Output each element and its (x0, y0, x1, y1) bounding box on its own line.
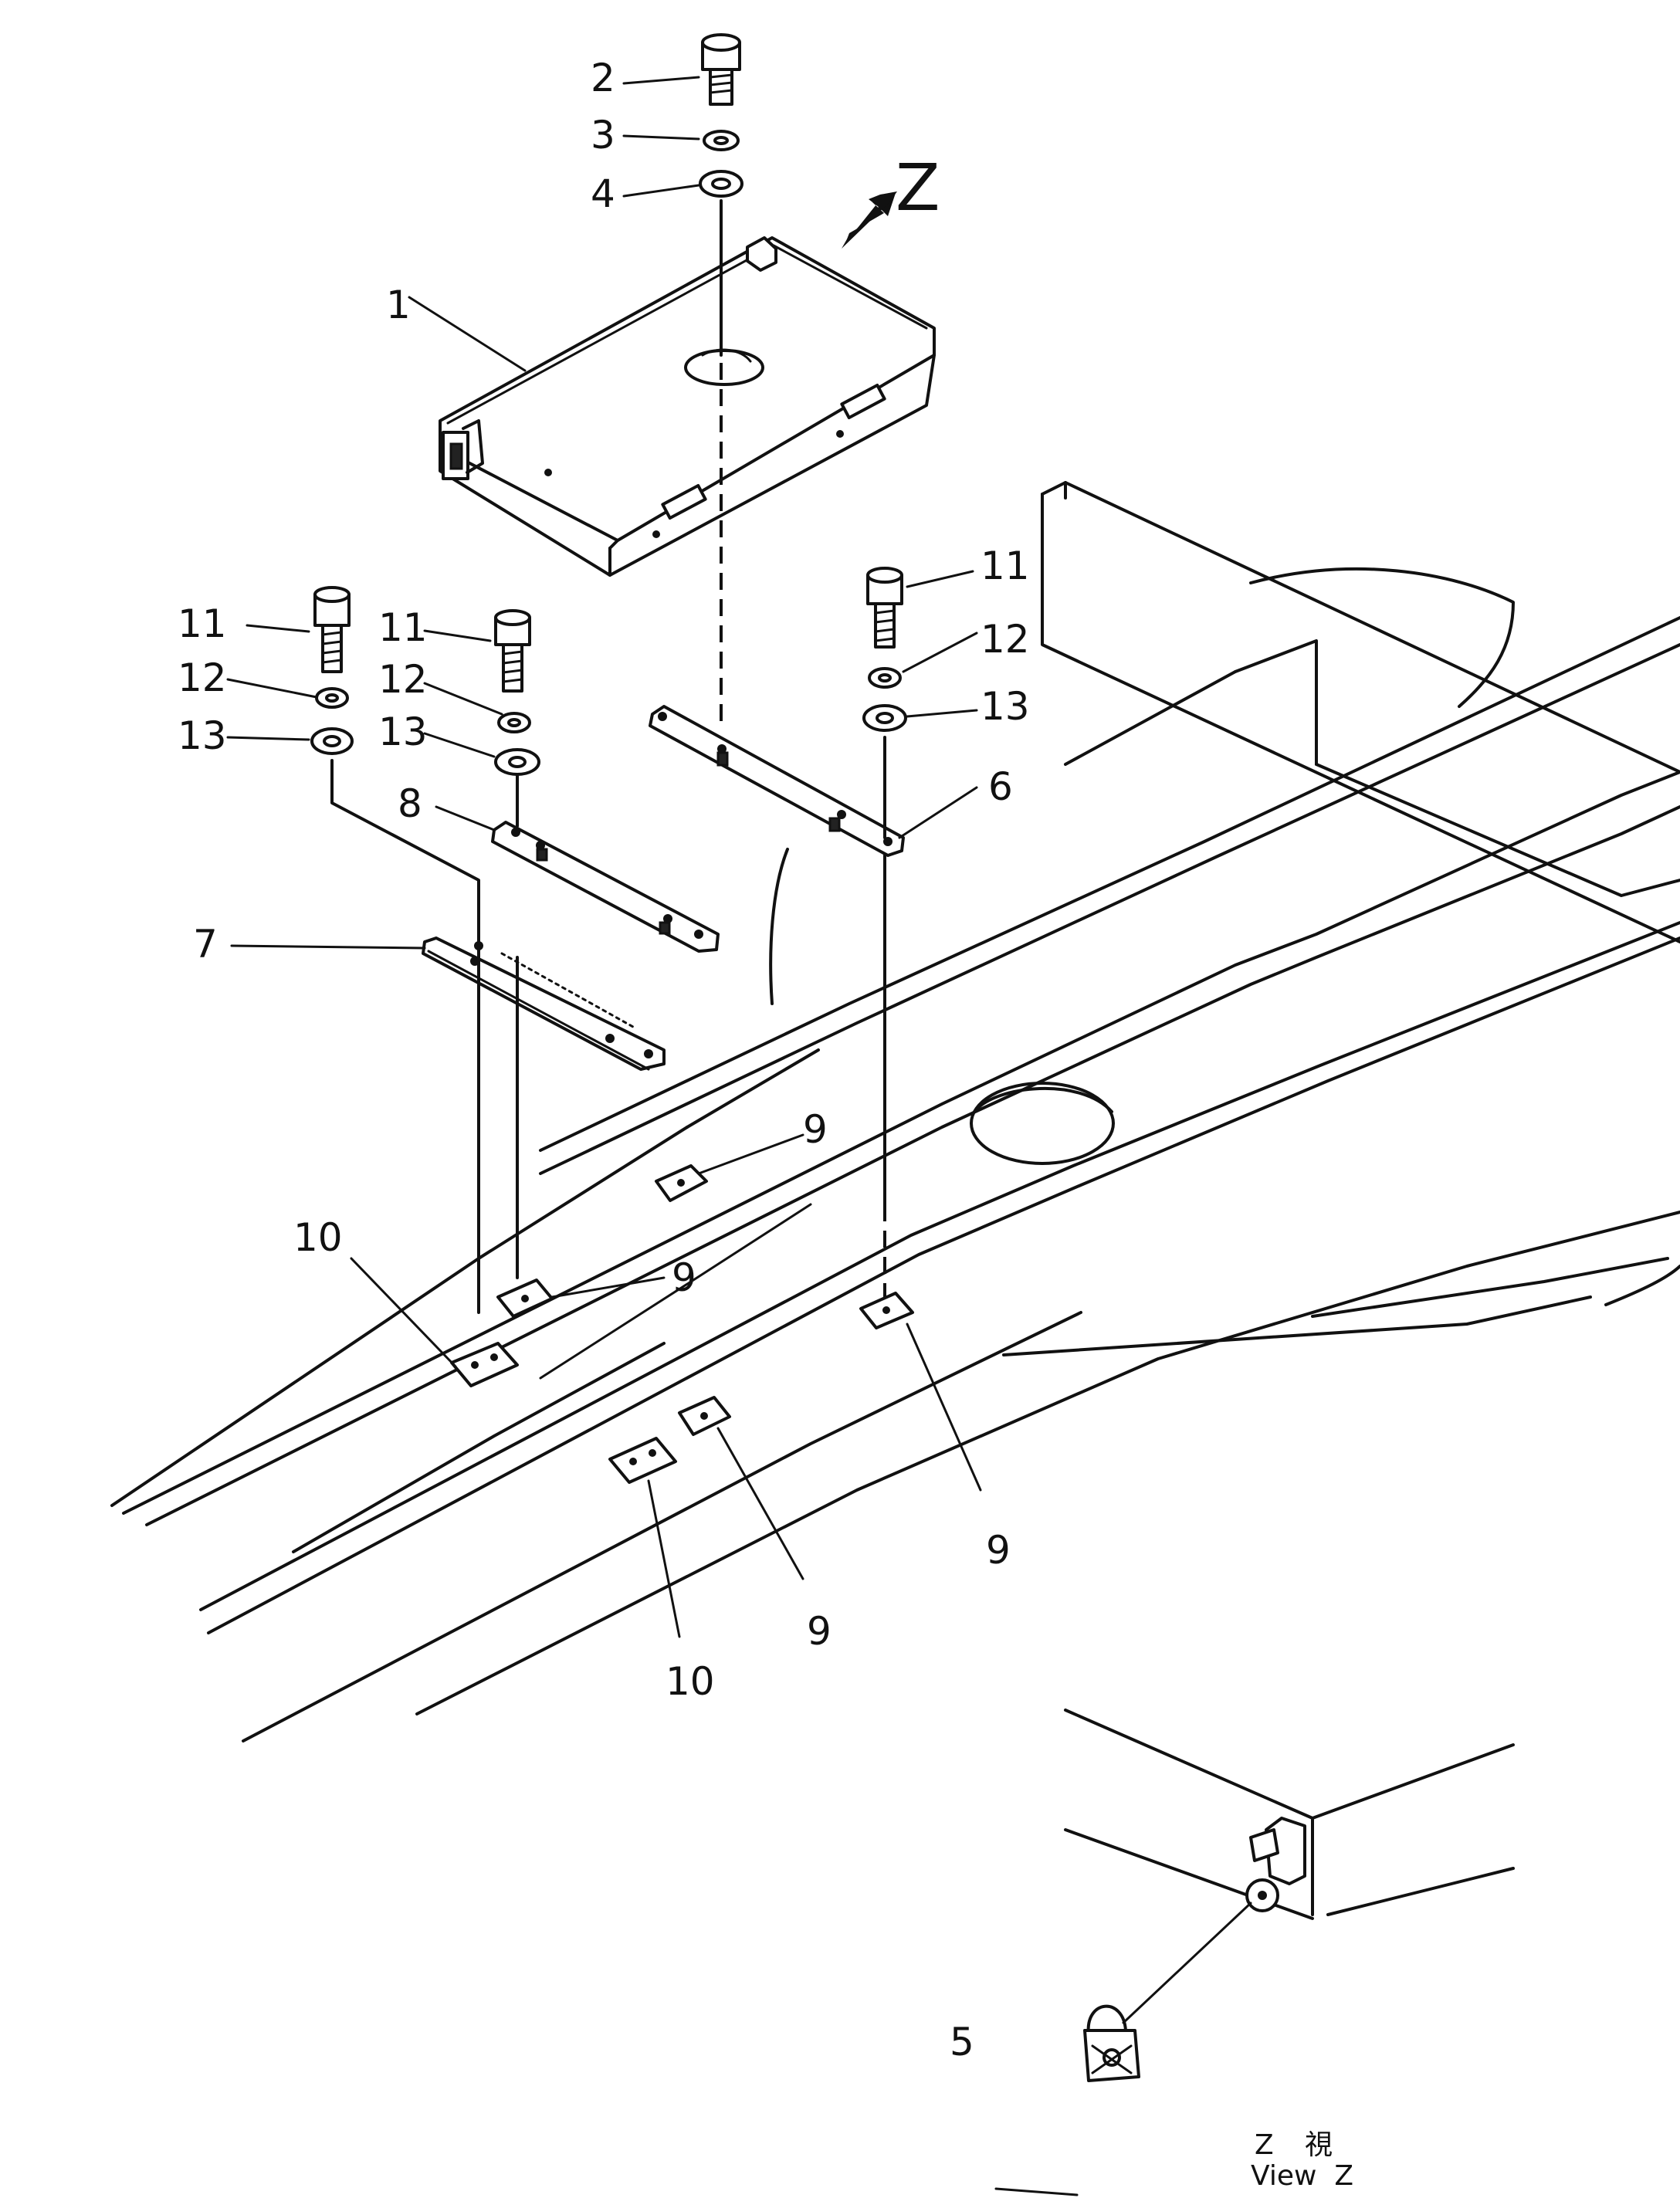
washer-part-13-left (310, 727, 354, 755)
callout-11-middle: 11 (378, 605, 428, 650)
callout-8: 8 (398, 781, 422, 826)
callout-12-right: 12 (981, 617, 1030, 662)
plate-part-10-lower (608, 1437, 677, 1484)
callout-10-left: 10 (293, 1215, 343, 1260)
callout-6: 6 (988, 764, 1013, 809)
bracket-part-7 (422, 936, 666, 1071)
spring-washer-part-3 (703, 130, 740, 151)
washer-part-4 (699, 170, 743, 198)
caption-view-z: View Z (1251, 2160, 1353, 2192)
callout-9-middle: 9 (672, 1255, 696, 1300)
spring-washer-part-12-left (315, 687, 349, 709)
plate-part-9-middle-left (496, 1278, 554, 1318)
plate-part-10-left (450, 1342, 519, 1387)
tool-box-part-1 (439, 236, 936, 577)
callout-13-right: 13 (981, 684, 1030, 729)
callouts: 2 3 4 1 Z 11 12 13 11 12 13 11 12 13 6 8… (178, 56, 1030, 2064)
callout-13-left: 13 (178, 713, 227, 758)
leader-lines (226, 76, 1079, 2196)
bolt-part-11-right (866, 567, 903, 649)
washer-part-13-middle (494, 748, 540, 776)
callout-9-right: 9 (986, 1528, 1011, 1573)
bracket-part-6 (649, 705, 905, 857)
callout-10-lower: 10 (666, 1659, 715, 1704)
callout-5: 5 (950, 2020, 974, 2064)
callout-9-upper: 9 (803, 1107, 828, 1152)
plate-part-9-lower (678, 1396, 731, 1436)
plate-part-9-right (859, 1292, 914, 1329)
callout-1: 1 (386, 283, 411, 327)
callout-12-middle: 12 (378, 657, 428, 702)
plate-part-9-upper (655, 1164, 708, 1202)
callout-2: 2 (591, 56, 615, 100)
caption-kanji: 視 (1305, 2129, 1333, 2161)
bolt-part-11-middle (494, 609, 531, 693)
callout-3: 3 (591, 113, 615, 157)
callout-4: 4 (591, 171, 615, 216)
spring-washer-part-12-right (868, 667, 902, 689)
caption-z-letter: Z (1255, 2129, 1274, 2161)
callout-11-left: 11 (178, 601, 227, 646)
spring-washer-part-12-middle (497, 712, 531, 733)
bolt-part-11-left (313, 586, 351, 673)
bolt-part-2 (701, 33, 741, 106)
view-z-inset (1064, 1709, 1515, 2082)
view-z-arrow (842, 191, 897, 249)
assembly-lines (330, 736, 886, 1314)
bracket-part-8 (491, 821, 720, 953)
washer-part-13-right (862, 704, 907, 732)
view-marker-z: Z (896, 150, 940, 225)
callout-12-left: 12 (178, 655, 227, 700)
view-caption: Z 視 View Z (1251, 2129, 1353, 2192)
callout-13-middle: 13 (378, 710, 428, 754)
callout-11-right: 11 (981, 544, 1030, 588)
callout-7: 7 (193, 922, 218, 967)
callout-9-lower: 9 (807, 1609, 832, 1654)
